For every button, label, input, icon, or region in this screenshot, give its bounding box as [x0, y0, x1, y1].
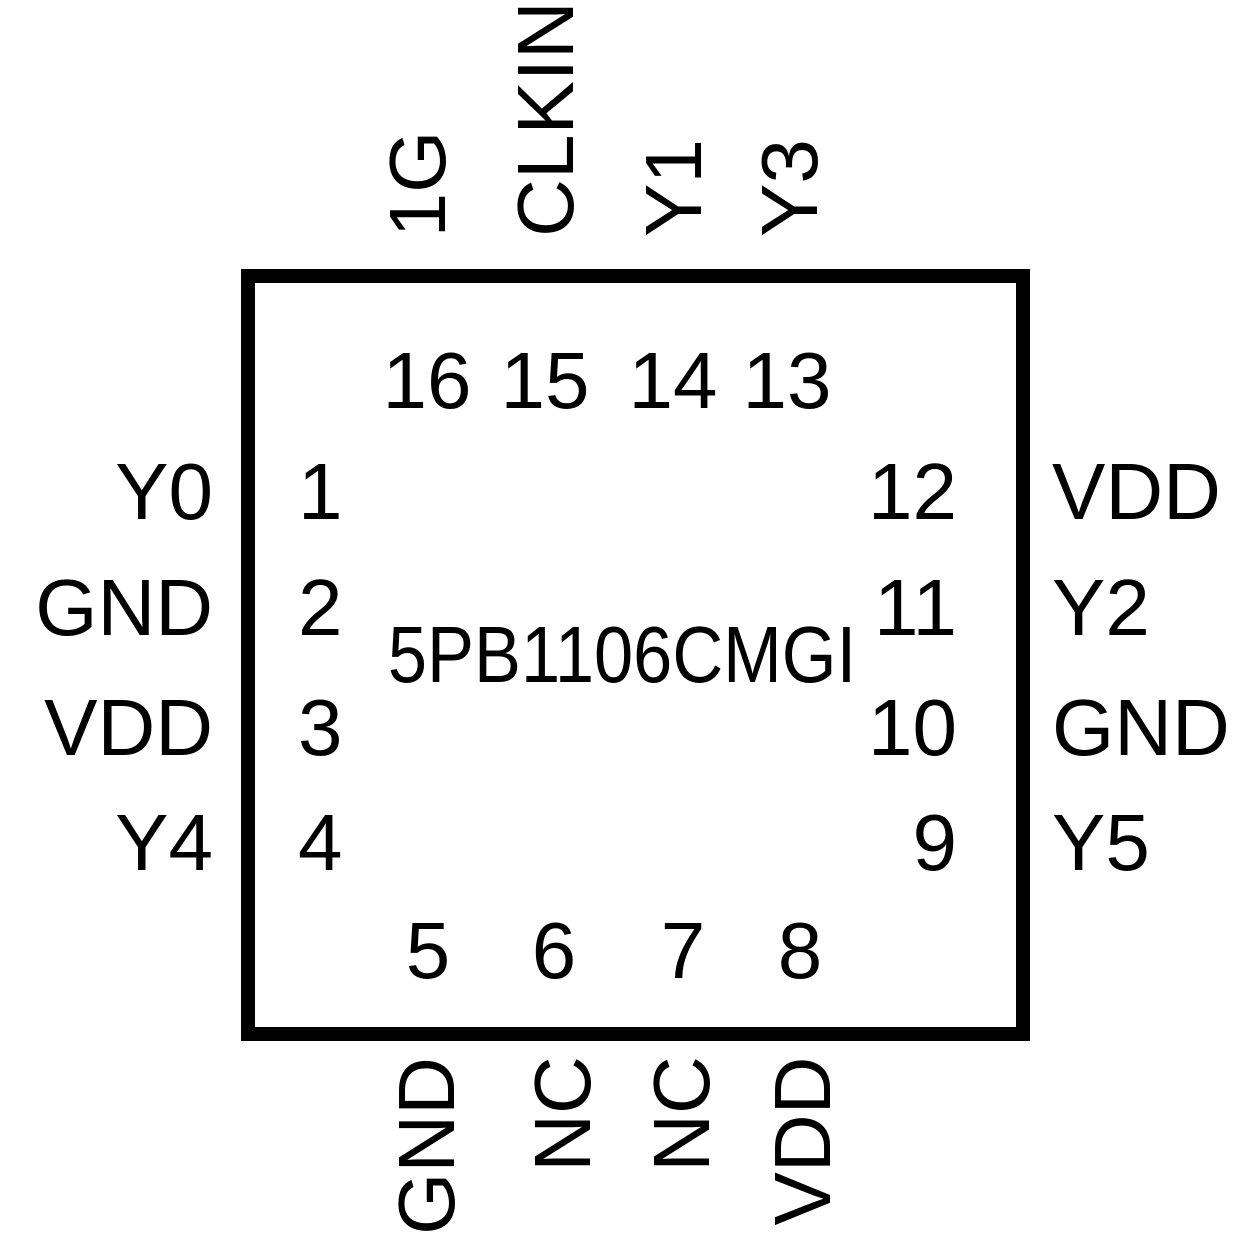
pin-number-10: 10	[868, 683, 957, 772]
chip-body-outline	[241, 269, 1030, 1041]
pin-name-1: Y0	[115, 447, 213, 536]
pin-name-14: Y1	[629, 139, 718, 237]
pin-name-11: Y2	[1052, 563, 1150, 652]
pin-number-11: 11	[873, 563, 957, 652]
pin-number-1: 1	[298, 447, 343, 536]
pin-number-14: 14	[628, 336, 718, 425]
part-number-label: 5PB1106CMGI	[387, 610, 857, 699]
pin-name-13: Y3	[745, 139, 834, 237]
pin-name-16: 1G	[373, 130, 462, 238]
pin-number-13: 13	[742, 336, 832, 425]
pin-name-10: GND	[1052, 683, 1230, 772]
pin-name-12: VDD	[1052, 447, 1221, 536]
pin-name-3: VDD	[44, 683, 213, 772]
pin-number-8: 8	[777, 906, 823, 995]
pin-number-7: 7	[660, 906, 706, 995]
pin-name-4: Y4	[115, 798, 213, 887]
pin-number-16: 16	[382, 336, 472, 425]
pin-name-8: VDD	[758, 1056, 847, 1226]
pin-name-7: NC	[637, 1056, 726, 1172]
pin-name-2: GND	[35, 563, 213, 652]
pin-name-15: CLKIN	[501, 1, 590, 237]
pin-number-6: 6	[531, 906, 577, 995]
pin-number-15: 15	[500, 336, 590, 425]
pin-number-12: 12	[868, 447, 957, 536]
pin-name-6: NC	[518, 1056, 607, 1172]
pin-number-3: 3	[298, 683, 343, 772]
pin-number-4: 4	[298, 798, 343, 887]
pin-number-2: 2	[298, 563, 343, 652]
pin-name-5: GND	[382, 1057, 471, 1235]
pin-number-9: 9	[912, 798, 958, 887]
pin-name-9: Y5	[1052, 798, 1150, 887]
pin-number-5: 5	[405, 906, 451, 995]
